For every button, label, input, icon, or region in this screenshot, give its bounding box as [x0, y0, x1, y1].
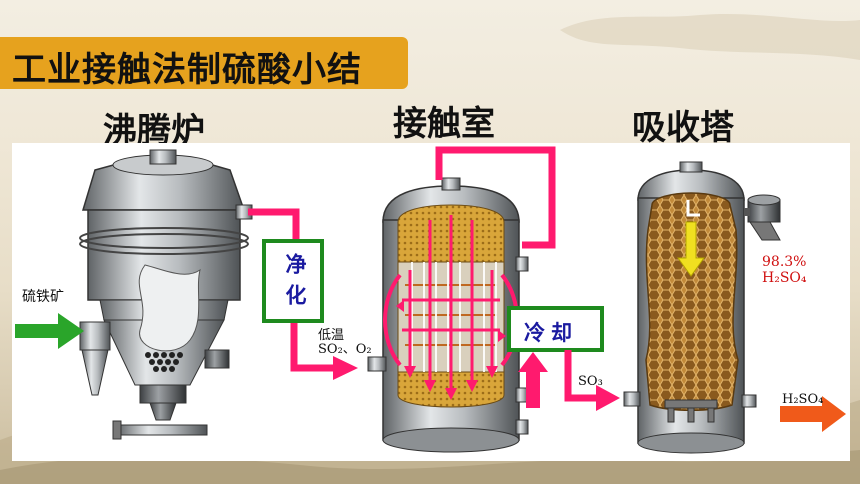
acid-concentration: 98.3% [762, 254, 807, 270]
gas-pipe-1 [248, 208, 335, 372]
absorption-tower-label: 吸收塔 [632, 108, 734, 148]
gas-pipe-3 [564, 350, 598, 402]
low-temp-label: 低温 [318, 328, 345, 343]
gas-arrow-to-tower [596, 385, 620, 411]
purify-label: 净化 [283, 253, 308, 315]
product-label: H₂SO₄ [782, 392, 824, 407]
boiling-furnace [79, 149, 253, 440]
purify-box [262, 239, 324, 323]
acid-formula: H₂SO₄ [762, 270, 807, 286]
ore-feed-arrow [15, 313, 84, 349]
contact-chamber [367, 177, 529, 453]
gas-pipe-2 [435, 146, 556, 249]
contact-chamber-label: 接触室 [393, 104, 495, 144]
page-title: 工业接触法制硫酸小结 [12, 50, 362, 90]
gas-arrow-up [518, 352, 548, 408]
ore-label: 硫铁矿 [22, 289, 64, 305]
cooling-label: 冷却 [524, 320, 578, 345]
so2-o2-label: SO₂、O₂ [318, 342, 372, 357]
so3-label: SO₃ [578, 374, 603, 389]
gas-arrow-to-contact [333, 356, 358, 380]
purify-label-char1: 净化 [280, 253, 310, 320]
product-out-arrow [780, 396, 846, 432]
title-bar [0, 37, 408, 89]
acid-flow-arrow [677, 221, 705, 277]
cooling-box [507, 306, 604, 352]
absorption-tower [623, 161, 781, 454]
